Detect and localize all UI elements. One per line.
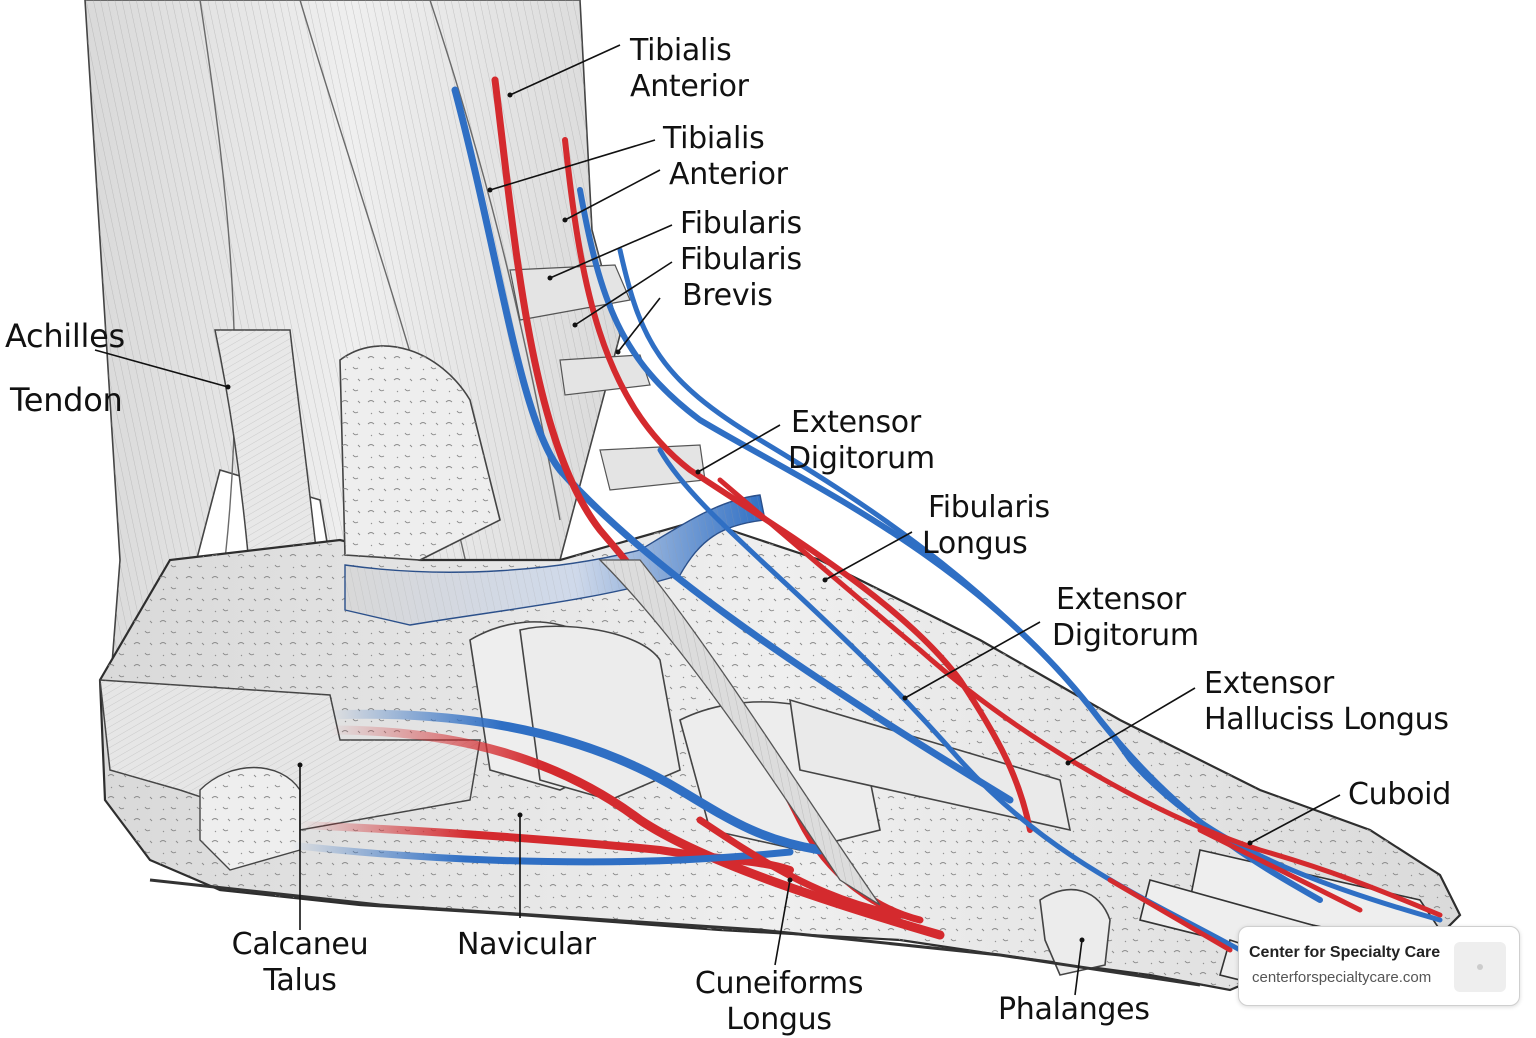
label-line: Extensor [791,405,921,440]
label-achilles-tendon: Achilles Tendon [5,304,125,432]
label-line: Halluciss Longus [1204,702,1449,737]
badge-url: centerforspecialtycare.com [1252,969,1432,986]
label-extensor-digitorum-2: Extensor Digitorum [1052,582,1199,654]
label-cuboid: Cuboid [1348,777,1451,813]
badge-name: Center for Specialty Care [1249,944,1441,961]
label-cuneiforms-longus: Cuneiforms Longus [688,966,870,1038]
label-fibularis-longus: Fibularis Longus [922,490,1050,562]
label-line: Digitorum [788,441,935,476]
source-badge[interactable]: Center for Specialty Care centerforspeci… [1238,926,1520,1006]
leader-lines [94,44,1341,996]
label-extensor-hallucis-longus: Extensor Halluciss Longus [1204,666,1449,738]
label-navicular: Navicular [457,927,596,963]
label-phalanges: Phalanges [998,992,1150,1028]
label-line: Fibularis [680,242,802,277]
label-line: Achilles [5,317,125,355]
label-line: Calcaneu [231,927,369,962]
label-line: Longus [726,1002,832,1037]
label-line: Digitorum [1052,618,1199,653]
label-line: Anterior [630,69,749,104]
label-line: Anterior [669,157,788,192]
label-tibialis-anterior-2: Tibialis Anterior [663,121,788,193]
label-line: Tendon [10,381,123,419]
vessels-heel [286,709,945,940]
label-tibialis-anterior-1: Tibialis Anterior [630,33,749,105]
label-line: Cuboid [1348,777,1451,812]
label-calcaneus-talus: Calcaneu Talus [222,927,378,999]
label-line: Brevis [682,278,773,313]
label-line: Phalanges [998,992,1150,1027]
label-extensor-digitorum-1: Extensor Digitorum [788,405,935,477]
label-line: Fibularis [928,490,1050,525]
label-line: Cuneiforms [694,966,864,1001]
label-line: Fibularis [680,206,802,241]
label-line: Longus [922,526,1028,561]
label-line: Extensor [1204,666,1334,701]
label-line: Navicular [457,927,596,962]
label-fibularis-brevis: Fibularis Brevis [680,242,802,314]
label-line: Tibialis [663,121,765,156]
label-fibularis: Fibularis [680,206,802,242]
badge-logo-icon [1454,942,1506,992]
label-line: Tibialis [630,33,732,68]
label-line: Talus [263,963,337,998]
label-line: Extensor [1056,582,1186,617]
